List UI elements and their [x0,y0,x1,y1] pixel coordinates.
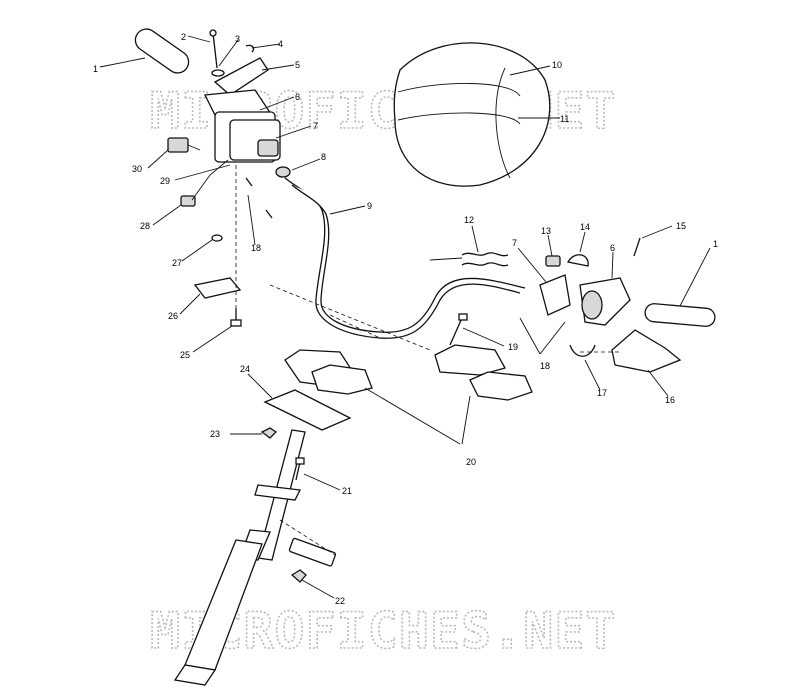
right-control-housing [539,274,631,326]
callout-22: 22 [335,596,345,606]
callout-5: 5 [295,60,300,70]
leader-lines [99,35,711,599]
callout-8: 8 [321,152,326,162]
callout-18-right: 18 [540,361,550,371]
callout-10: 10 [552,60,562,70]
mount-bracket [193,165,242,327]
callout-11: 11 [560,114,569,124]
callout-25: 25 [180,350,190,360]
callout-24: 24 [240,364,250,374]
callout-1-right-grip: 1 [713,239,718,249]
callout-2: 2 [181,32,186,42]
left-control-housing [203,57,281,163]
callout-18-left: 18 [251,243,261,253]
handlebar [269,177,526,351]
callout-1-left-grip: 1 [93,64,98,74]
bolt-and-washer [209,29,255,77]
right-grip [644,303,716,327]
callout-21: 21 [342,486,352,496]
callout-30: 30 [132,164,142,174]
callout-3: 3 [235,34,240,44]
small-switch-parts [167,137,229,242]
callout-27: 27 [172,258,182,268]
callout-28: 28 [140,221,150,231]
callout-7-right: 7 [512,238,517,248]
callout-labels: 1 2 3 4 5 6 7 8 9 10 11 12 13 14 15 7 6 … [93,32,718,606]
spring-coil [429,252,509,267]
callout-12: 12 [464,215,474,225]
callout-13: 13 [541,226,551,236]
callout-4: 4 [278,39,283,49]
bushing [275,166,291,178]
callout-17: 17 [597,388,607,398]
callout-23: 23 [210,429,220,439]
callout-6-left: 6 [295,92,300,102]
steering-plate [260,389,352,439]
callout-6-right: 6 [610,243,615,253]
small-right-parts [545,237,641,267]
callout-26: 26 [168,311,178,321]
callout-15: 15 [676,221,686,231]
callout-19: 19 [508,342,518,352]
throttle-lever [569,329,682,373]
windshield [393,42,551,187]
screws-left [245,177,273,219]
callout-20: 20 [466,457,476,467]
handlebar-clamps [284,344,533,445]
callout-14: 14 [580,222,590,232]
steering-post [173,429,306,686]
callout-7-left: 7 [313,121,318,131]
left-grip [134,28,190,74]
callout-29: 29 [160,176,170,186]
callout-16: 16 [665,395,675,405]
sleeve-and-nut [279,519,337,583]
post-bolt [295,457,305,481]
upper-clamp-bolt [449,313,468,346]
callout-9: 9 [367,201,372,211]
